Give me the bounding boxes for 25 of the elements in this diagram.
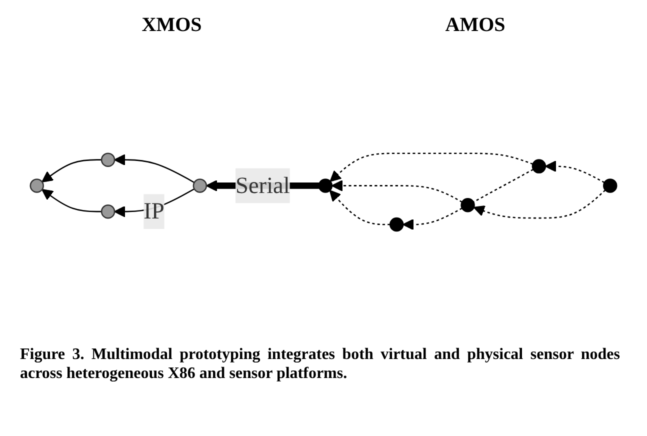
group-heading: XMOS <box>142 14 202 37</box>
node-circle <box>318 178 333 194</box>
edge-label: Serial <box>236 172 290 198</box>
figure-caption: Figure 3. Multimodal prototyping integrates both virtual and physical sensor nodes across heterogeneous X86 and sensor platforms. <box>20 345 620 384</box>
node-circle <box>603 178 618 194</box>
arrow <box>544 160 605 184</box>
network-diagram: IP Serial <box>20 143 627 242</box>
node-circle <box>100 153 116 168</box>
arrow <box>330 153 534 182</box>
arrow <box>402 208 462 231</box>
node-circle <box>532 160 546 174</box>
node-circle <box>192 178 208 194</box>
edge-label: IP <box>144 198 164 224</box>
arrow <box>473 190 606 220</box>
node-circle <box>460 198 475 213</box>
arrow <box>114 154 195 184</box>
node-circle <box>390 218 404 232</box>
node-circle <box>100 204 116 220</box>
connector <box>473 169 534 203</box>
arrow <box>42 160 102 183</box>
arrow <box>42 189 102 213</box>
group-heading: AMOS <box>445 14 506 37</box>
arrow <box>331 180 462 203</box>
node-circle <box>30 178 44 194</box>
arrow <box>329 190 390 226</box>
